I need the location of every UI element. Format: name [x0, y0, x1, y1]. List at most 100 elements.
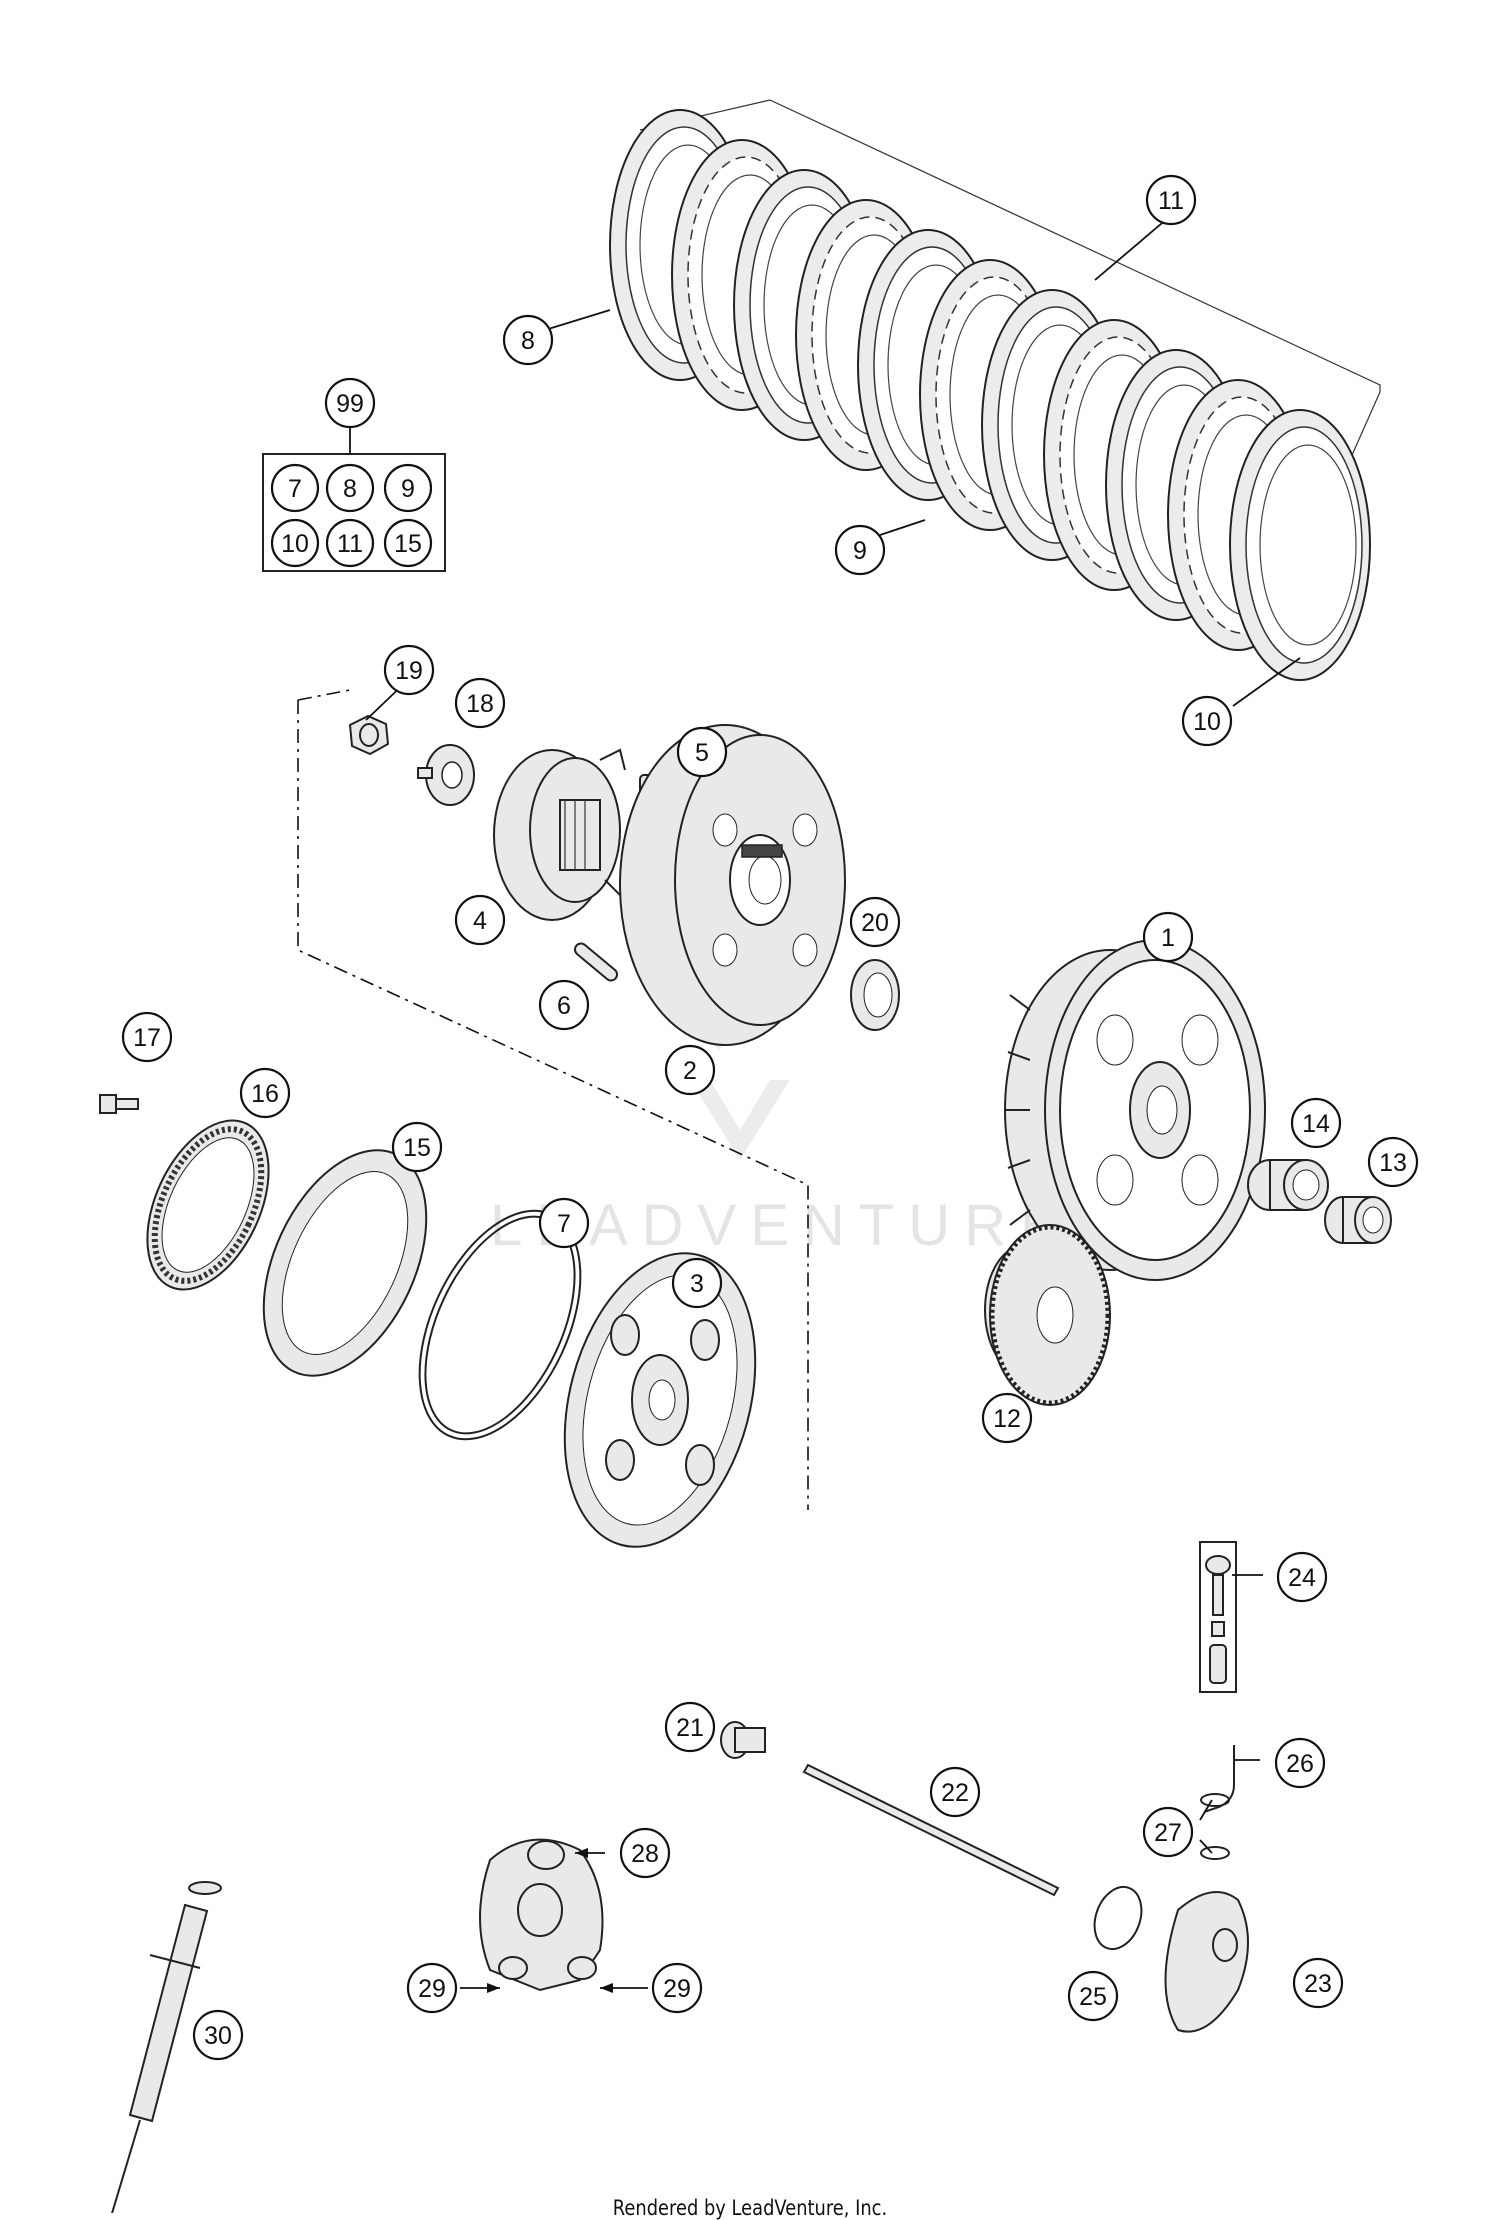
grease-syringe-30: [111, 1881, 222, 2213]
kit-item: 15: [383, 518, 433, 568]
bolt-17: [99, 1094, 139, 1114]
callout-label: 18: [466, 690, 494, 718]
callout-10: 10: [1181, 695, 1233, 747]
callout-label: 19: [395, 657, 423, 685]
housing-28-29: [479, 1838, 604, 1992]
kit-item-label: 10: [281, 530, 309, 558]
o-ring-25: [1093, 1886, 1143, 1950]
callout-label: 14: [1302, 1110, 1330, 1138]
callout-4: 4: [454, 894, 506, 946]
callout-19: 19: [383, 644, 435, 696]
callout-3: 3: [671, 1257, 723, 1309]
kit-item-label: 7: [288, 475, 302, 503]
washers-27: [1200, 1793, 1230, 1860]
callout-label: 22: [941, 1779, 969, 1807]
callout-label: 6: [557, 992, 571, 1020]
callout-1: 1: [1142, 911, 1194, 963]
callout-label: 4: [473, 907, 487, 935]
callout-label: 28: [631, 1840, 659, 1868]
gear-12: [984, 1224, 1111, 1406]
callout-label: 24: [1288, 1564, 1316, 1592]
callout-label: 29: [418, 1975, 446, 2003]
plate: [1229, 409, 1371, 681]
callout-label: 20: [861, 909, 889, 937]
sleeve-13: [1324, 1196, 1392, 1244]
callout-label: 8: [521, 327, 535, 355]
push-rod-22: [802, 1763, 1060, 1897]
lock-washer-18: [417, 744, 475, 806]
callout-label: 99: [336, 390, 364, 418]
callout-25: 25: [1067, 1970, 1119, 2022]
callout-99: 99: [324, 377, 376, 429]
inner-hub-2: [619, 724, 846, 1046]
callout-label: 23: [1304, 1970, 1332, 1998]
callout-22: 22: [929, 1766, 981, 1818]
callout-label: 2: [683, 1057, 697, 1085]
callout-21: 21: [664, 1701, 716, 1753]
credit-footer: Rendered by LeadVenture, Inc.: [612, 2196, 888, 2220]
callout-14: 14: [1290, 1097, 1342, 1149]
callout-label: 26: [1286, 1750, 1314, 1778]
callout-label: 1: [1161, 924, 1175, 952]
callout-9: 9: [834, 524, 886, 576]
callout-label: 9: [853, 537, 867, 565]
callouts: 1234567891011121314151617181920212223242…: [121, 174, 1419, 2061]
kit-item: 11: [325, 518, 375, 568]
callout-label: 16: [251, 1080, 279, 1108]
kit-24: [1199, 1541, 1237, 1693]
callout-label: 30: [204, 2022, 232, 2050]
callout-18: 18: [454, 677, 506, 729]
callout-label: 17: [133, 1024, 161, 1052]
callout-label: 3: [690, 1270, 704, 1298]
callout-12: 12: [981, 1392, 1033, 1444]
clutch-plates: [609, 109, 1371, 681]
callout-29a: 29: [406, 1962, 458, 2014]
callout-label: 11: [1158, 187, 1184, 215]
callout-26: 26: [1274, 1737, 1326, 1789]
callout-7: 7: [538, 1197, 590, 1249]
kit-item-label: 8: [343, 475, 357, 503]
fitting-26: [1203, 1745, 1235, 1813]
callout-label: 15: [403, 1134, 431, 1162]
callout-29b: 29: [651, 1962, 703, 2014]
kit-item: 8: [325, 463, 375, 513]
disc-15: [262, 1149, 428, 1377]
callout-label: 10: [1193, 708, 1221, 736]
callout-27: 27: [1142, 1806, 1194, 1858]
pressure-cap-4: [493, 748, 631, 921]
bearing-16: [146, 1119, 270, 1291]
callout-8: 8: [502, 314, 554, 366]
kit-item-label: 11: [337, 530, 363, 558]
callout-13: 13: [1367, 1136, 1419, 1188]
washer-20: [850, 959, 900, 1031]
clutch-basket-1: [1004, 939, 1266, 1281]
callout-24: 24: [1276, 1551, 1328, 1603]
assembly-frame: [297, 689, 809, 1510]
callout-11: 11: [1145, 174, 1197, 226]
callout-label: 21: [676, 1714, 704, 1742]
pin-6: [574, 942, 618, 982]
callout-label: 29: [663, 1975, 691, 2003]
callout-label: 5: [695, 739, 709, 767]
kit-item: 7: [270, 463, 320, 513]
nut-19: [348, 714, 390, 756]
callout-28: 28: [619, 1827, 671, 1879]
kit-item: 10: [270, 518, 320, 568]
bushing-14: [1247, 1159, 1329, 1211]
callout-16: 16: [239, 1067, 291, 1119]
kit-item: 9: [383, 463, 433, 513]
callout-label: 12: [993, 1405, 1021, 1433]
callout-label: 13: [1379, 1149, 1407, 1177]
callout-label: 7: [557, 1210, 571, 1238]
cup-21: [720, 1721, 766, 1759]
callout-23: 23: [1292, 1957, 1344, 2009]
pressure-plate-3: [563, 1252, 757, 1548]
callout-20: 20: [849, 896, 901, 948]
kit-item-label: 15: [394, 530, 422, 558]
callout-6: 6: [538, 979, 590, 1031]
slave-cylinder-23: [1164, 1891, 1249, 2033]
leader-lines: [365, 217, 1301, 1993]
callout-30: 30: [192, 2009, 244, 2061]
